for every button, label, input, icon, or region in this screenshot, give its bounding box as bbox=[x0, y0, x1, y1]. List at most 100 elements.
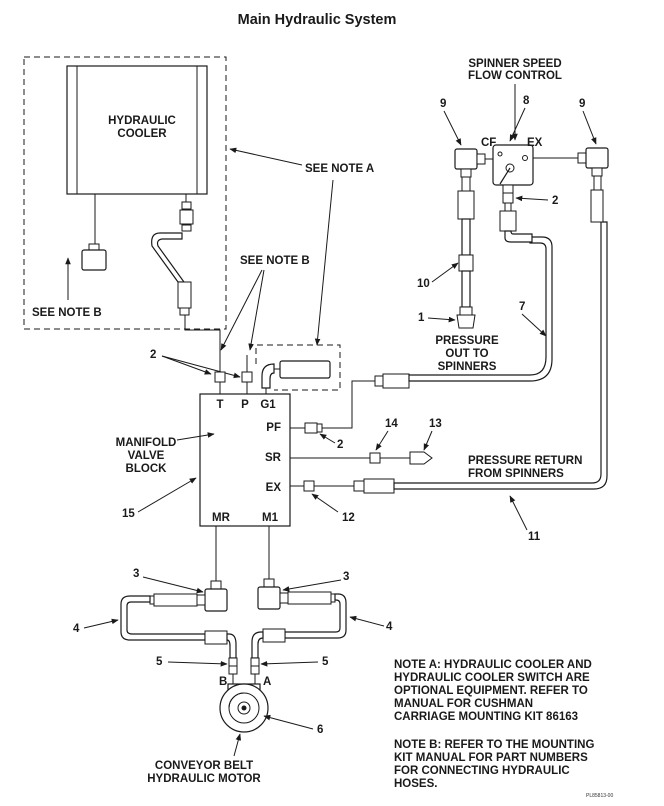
callout-15-leader bbox=[137, 477, 197, 513]
spinner-label-line2: FLOW CONTROL bbox=[468, 70, 562, 82]
manifold-label-line3: BLOCK bbox=[126, 463, 168, 475]
flow-control-outlet-fitting bbox=[499, 192, 533, 243]
callout-4-left: 4 bbox=[73, 623, 80, 635]
note-b-leader-t bbox=[220, 269, 263, 351]
callout-4-left-leader bbox=[83, 618, 119, 629]
figure-id: PL85813-00 bbox=[586, 793, 613, 799]
pf-fitting bbox=[290, 422, 323, 434]
callout-4-right-leader bbox=[349, 615, 385, 627]
port-ex: EX bbox=[266, 482, 282, 494]
callout-7: 7 bbox=[519, 301, 525, 313]
cooler-hose bbox=[151, 194, 221, 372]
g1-pressure-switch bbox=[261, 360, 331, 389]
motor-hose-left-fitting bbox=[204, 630, 238, 667]
callout-2-flow-leader bbox=[515, 195, 549, 202]
port-t: T bbox=[216, 399, 223, 411]
callout-1-leader bbox=[427, 316, 456, 323]
pressure-out-hose bbox=[374, 236, 553, 389]
callout-5-right-leader bbox=[260, 660, 319, 667]
return-label-line1: PRESSURE RETURN bbox=[468, 455, 582, 467]
return-label-line2: FROM SPINNERS bbox=[468, 468, 564, 480]
manifold-label-leader bbox=[176, 432, 215, 441]
note-b-line2: KIT MANUAL FOR PART NUMBERS bbox=[394, 752, 588, 764]
callout-2-tp: 2 bbox=[150, 349, 156, 361]
callout-9-left-leader bbox=[443, 110, 462, 146]
flow-control-valve bbox=[492, 144, 534, 194]
pressure-out-label-line2: OUT TO bbox=[445, 348, 488, 360]
port-mr: MR bbox=[212, 512, 231, 524]
fitting-t bbox=[214, 371, 226, 394]
callout-13-leader bbox=[423, 430, 433, 451]
note-a-line3: OPTIONAL EQUIPMENT. REFER TO bbox=[394, 685, 588, 697]
port-p: P bbox=[241, 399, 249, 411]
callout-9-left: 9 bbox=[440, 98, 446, 110]
callout-1: 1 bbox=[418, 312, 425, 324]
motor-hose-right-fitting bbox=[250, 628, 286, 667]
note-a-line2: HYDRAULIC COOLER SWITCH ARE bbox=[394, 672, 590, 684]
pressure-out-hose-10 bbox=[456, 176, 476, 329]
callout-15: 15 bbox=[122, 508, 135, 520]
callout-3-left: 3 bbox=[133, 568, 139, 580]
callout-13: 13 bbox=[429, 418, 442, 430]
callout-5-left: 5 bbox=[156, 656, 163, 668]
sr-fitting bbox=[290, 451, 433, 465]
callout-14-leader bbox=[375, 430, 389, 451]
pf-line bbox=[322, 380, 375, 429]
callout-14: 14 bbox=[385, 418, 398, 430]
g1-optional-region bbox=[255, 344, 341, 391]
callout-8-leader bbox=[509, 107, 526, 142]
callout-12: 12 bbox=[342, 512, 355, 524]
motor-label-line1: CONVEYOR BELT bbox=[155, 760, 253, 772]
note-a-leader-cooler bbox=[229, 147, 303, 166]
pressure-out-label-line1: PRESSURE bbox=[435, 335, 499, 347]
callout-6-leader bbox=[263, 714, 314, 730]
port-pf: PF bbox=[266, 422, 281, 434]
callout-6: 6 bbox=[317, 724, 323, 736]
hydraulic-cooler bbox=[66, 65, 208, 195]
port-sr: SR bbox=[265, 452, 282, 464]
see-note-b-top: SEE NOTE B bbox=[240, 255, 310, 267]
callout-12-leader bbox=[311, 493, 339, 513]
callout-2-tp-leader-a bbox=[161, 355, 212, 375]
callout-3-left-leader bbox=[142, 576, 204, 594]
fitting-p bbox=[241, 355, 253, 394]
motor-elbow-left bbox=[149, 580, 228, 612]
callout-3-right: 3 bbox=[343, 571, 349, 583]
manifold-label-line2: VALVE bbox=[128, 450, 165, 462]
cooler-optional-region bbox=[23, 56, 227, 330]
note-b-line4: HOSES. bbox=[394, 778, 437, 790]
manifold-label-line1: MANIFOLD bbox=[116, 437, 177, 449]
motor-port-b: B bbox=[219, 676, 227, 688]
motor-port-a: A bbox=[263, 676, 271, 688]
manifold-valve-block bbox=[199, 393, 291, 527]
callout-2-pf: 2 bbox=[337, 439, 343, 451]
return-hose bbox=[393, 221, 608, 490]
callout-3-right-leader bbox=[282, 579, 342, 592]
note-a-line5: CARRIAGE MOUNTING KIT 86163 bbox=[394, 711, 578, 723]
diagram-title: Main Hydraulic System bbox=[238, 12, 397, 28]
callout-4-right: 4 bbox=[386, 621, 393, 633]
see-note-b-left: SEE NOTE B bbox=[32, 307, 102, 319]
port-g1: G1 bbox=[260, 399, 276, 411]
motor-label-leader bbox=[233, 733, 242, 757]
callout-5-left-leader bbox=[167, 660, 228, 667]
motor-elbow-right bbox=[257, 578, 336, 610]
callout-5-right: 5 bbox=[322, 656, 329, 668]
callout-10-leader bbox=[431, 262, 459, 283]
ex-fitting bbox=[290, 478, 395, 494]
note-b-leader-p bbox=[248, 269, 265, 351]
pressure-out-label-line3: SPINNERS bbox=[438, 361, 497, 373]
callout-10: 10 bbox=[417, 278, 430, 290]
elbow-fitting-right bbox=[533, 147, 609, 223]
callout-2-tp-leader-b bbox=[161, 355, 241, 379]
note-b-line1: NOTE B: REFER TO THE MOUNTING bbox=[394, 739, 594, 751]
port-ex-top-label: EX bbox=[527, 137, 543, 149]
note-a-line1: NOTE A: HYDRAULIC COOLER AND bbox=[394, 659, 592, 671]
motor-label-line2: HYDRAULIC MOTOR bbox=[147, 773, 261, 785]
callout-2-pf-leader bbox=[319, 433, 336, 444]
callout-11-leader bbox=[509, 495, 528, 531]
see-note-a: SEE NOTE A bbox=[305, 163, 374, 175]
note-a-leader-switch bbox=[314, 179, 334, 346]
note-b-line3: FOR CONNECTING HYDRAULIC bbox=[394, 765, 570, 777]
